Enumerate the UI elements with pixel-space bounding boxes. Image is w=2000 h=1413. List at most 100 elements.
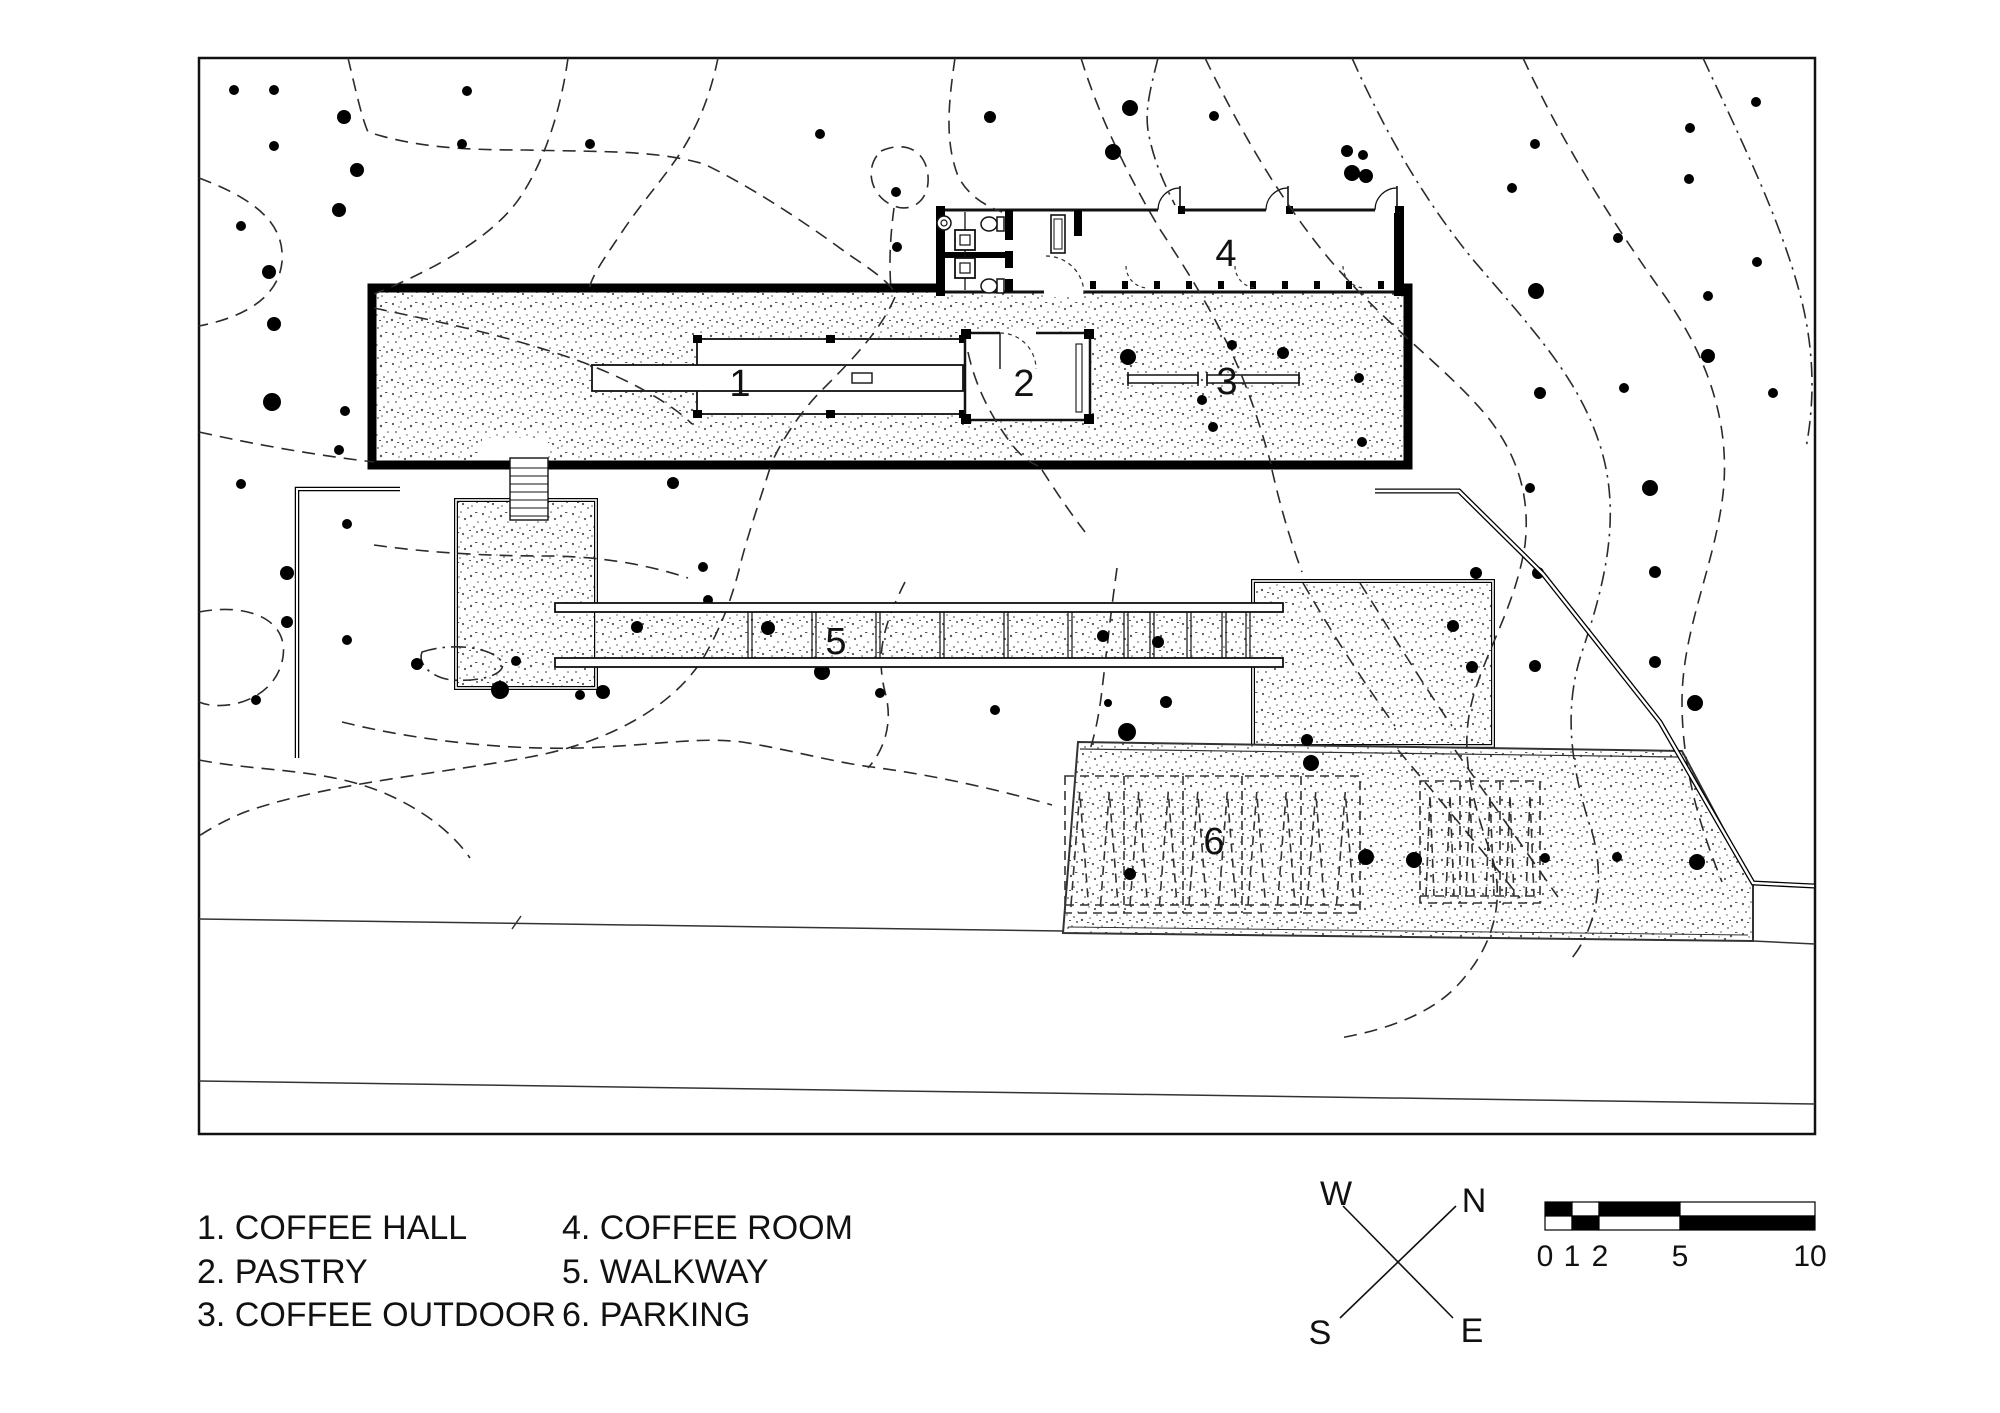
wc-sink-upper — [954, 229, 976, 251]
tree-dot — [350, 163, 364, 177]
window-mullion — [1378, 281, 1384, 289]
scale-bar-cell — [1544, 1215, 1573, 1231]
tree-dot — [269, 85, 279, 95]
tree-dot — [1507, 183, 1517, 193]
scale-bar-cell — [1598, 1215, 1681, 1231]
tree-dot — [269, 141, 279, 151]
contour-line — [771, 296, 896, 463]
legend-item-4: 4. COFFEE ROOM — [562, 1209, 853, 1247]
tree-dot — [236, 479, 246, 489]
tree-dot — [337, 110, 351, 124]
label-coffee-hall: 1 — [729, 363, 750, 405]
tree-dot — [1447, 620, 1459, 632]
road-edge-upper-right — [1752, 940, 1816, 945]
tree-dot — [340, 406, 350, 416]
compass-east: E — [1461, 1312, 1484, 1350]
tree-dot — [1649, 656, 1661, 668]
tree-dot — [342, 519, 352, 529]
east-wall — [1394, 206, 1404, 296]
tree-dot — [263, 393, 281, 411]
scale-bar-cell — [1544, 1201, 1573, 1217]
tree-dot — [1687, 695, 1703, 711]
tree-dot — [1160, 696, 1172, 708]
contour-line — [1271, 469, 1303, 573]
tree-dot — [892, 242, 902, 252]
tree-dot — [1649, 566, 1661, 578]
terrace-stairs — [482, 438, 549, 521]
east-ramp — [1375, 488, 1815, 889]
legend-item-6: 6. PARKING — [562, 1296, 750, 1334]
tree-dot — [1344, 165, 1360, 181]
wc-sink-lower — [954, 257, 976, 279]
tree-dot — [491, 681, 509, 699]
tree-dot — [1357, 437, 1367, 447]
parking-stall-chevron — [1188, 791, 1208, 906]
contour-line — [198, 759, 471, 859]
tree-dots — [229, 85, 1778, 880]
contour-line — [198, 431, 375, 463]
parking-stall-chevron — [1425, 794, 1435, 897]
contour-line — [1702, 57, 1813, 449]
contour-line — [1146, 57, 1176, 206]
tree-dot — [1529, 660, 1541, 672]
tree-dot — [1768, 388, 1778, 398]
contour-line — [867, 581, 906, 769]
parking-stall-chevron — [1306, 791, 1326, 906]
parking-stall-outline — [1064, 775, 1361, 914]
scale-bar-cell — [1571, 1215, 1600, 1231]
window-mullion — [1250, 281, 1256, 289]
compass-south: S — [1309, 1314, 1332, 1352]
tree-dot — [1359, 169, 1373, 183]
tree-dot — [1528, 283, 1544, 299]
pastry-door-swing — [999, 332, 1037, 370]
tree-dot — [1104, 699, 1112, 707]
coffee-bar-counter — [591, 364, 964, 392]
label-coffee-outdoor: 3 — [1216, 361, 1237, 403]
tree-dot — [875, 688, 885, 698]
contour-line — [1041, 469, 1086, 533]
scale-bar: 0 1 2 5 10 — [1537, 1201, 1827, 1273]
contour-line — [198, 467, 771, 837]
tree-dot — [251, 695, 261, 705]
tree-dot — [1684, 174, 1694, 184]
tree-dot — [990, 705, 1000, 715]
tree-dot — [1354, 373, 1364, 383]
coffee-room-building — [936, 186, 1404, 297]
contour-line — [1302, 582, 1396, 727]
parking-stall-chevron — [1465, 794, 1475, 897]
contour-line — [948, 57, 1003, 213]
tree-dot — [585, 139, 595, 149]
parking-stall-chevron — [1445, 794, 1455, 897]
tree-dot — [1209, 111, 1219, 121]
contour-line — [347, 57, 895, 292]
tree-dot — [1277, 347, 1289, 359]
tree-dot — [457, 139, 467, 149]
walkway-plank-dividers — [747, 612, 1251, 658]
scale-0: 0 — [1537, 1240, 1554, 1273]
tree-dot — [281, 616, 293, 628]
tree-dot — [511, 656, 521, 666]
tree-dot — [342, 635, 352, 645]
tree-dot — [1685, 123, 1695, 133]
tree-dot — [761, 621, 775, 635]
tree-dot — [1470, 567, 1482, 579]
tree-dot — [815, 129, 825, 139]
sliding-door-swing — [1234, 265, 1258, 289]
tree-dot — [667, 477, 679, 489]
contour-line — [198, 177, 283, 327]
tree-dot — [1124, 868, 1136, 880]
legend: 1. COFFEE HALL 2. PASTRY 3. COFFEE OUTDO… — [197, 1209, 853, 1334]
tree-dot — [229, 85, 239, 95]
scale-bar-cell — [1679, 1215, 1816, 1231]
parking-lot — [1061, 740, 1754, 943]
contour-line — [1522, 57, 1726, 883]
contour-line — [870, 146, 929, 209]
tree-dot — [575, 690, 585, 700]
pastry-room — [961, 329, 1094, 424]
vestibule — [1044, 210, 1085, 297]
tree-dot — [984, 111, 996, 123]
toilet-lower — [980, 278, 1005, 294]
scale-bar-cell — [1598, 1201, 1681, 1217]
tree-dot — [1105, 144, 1121, 160]
window-mullion — [1282, 281, 1288, 289]
